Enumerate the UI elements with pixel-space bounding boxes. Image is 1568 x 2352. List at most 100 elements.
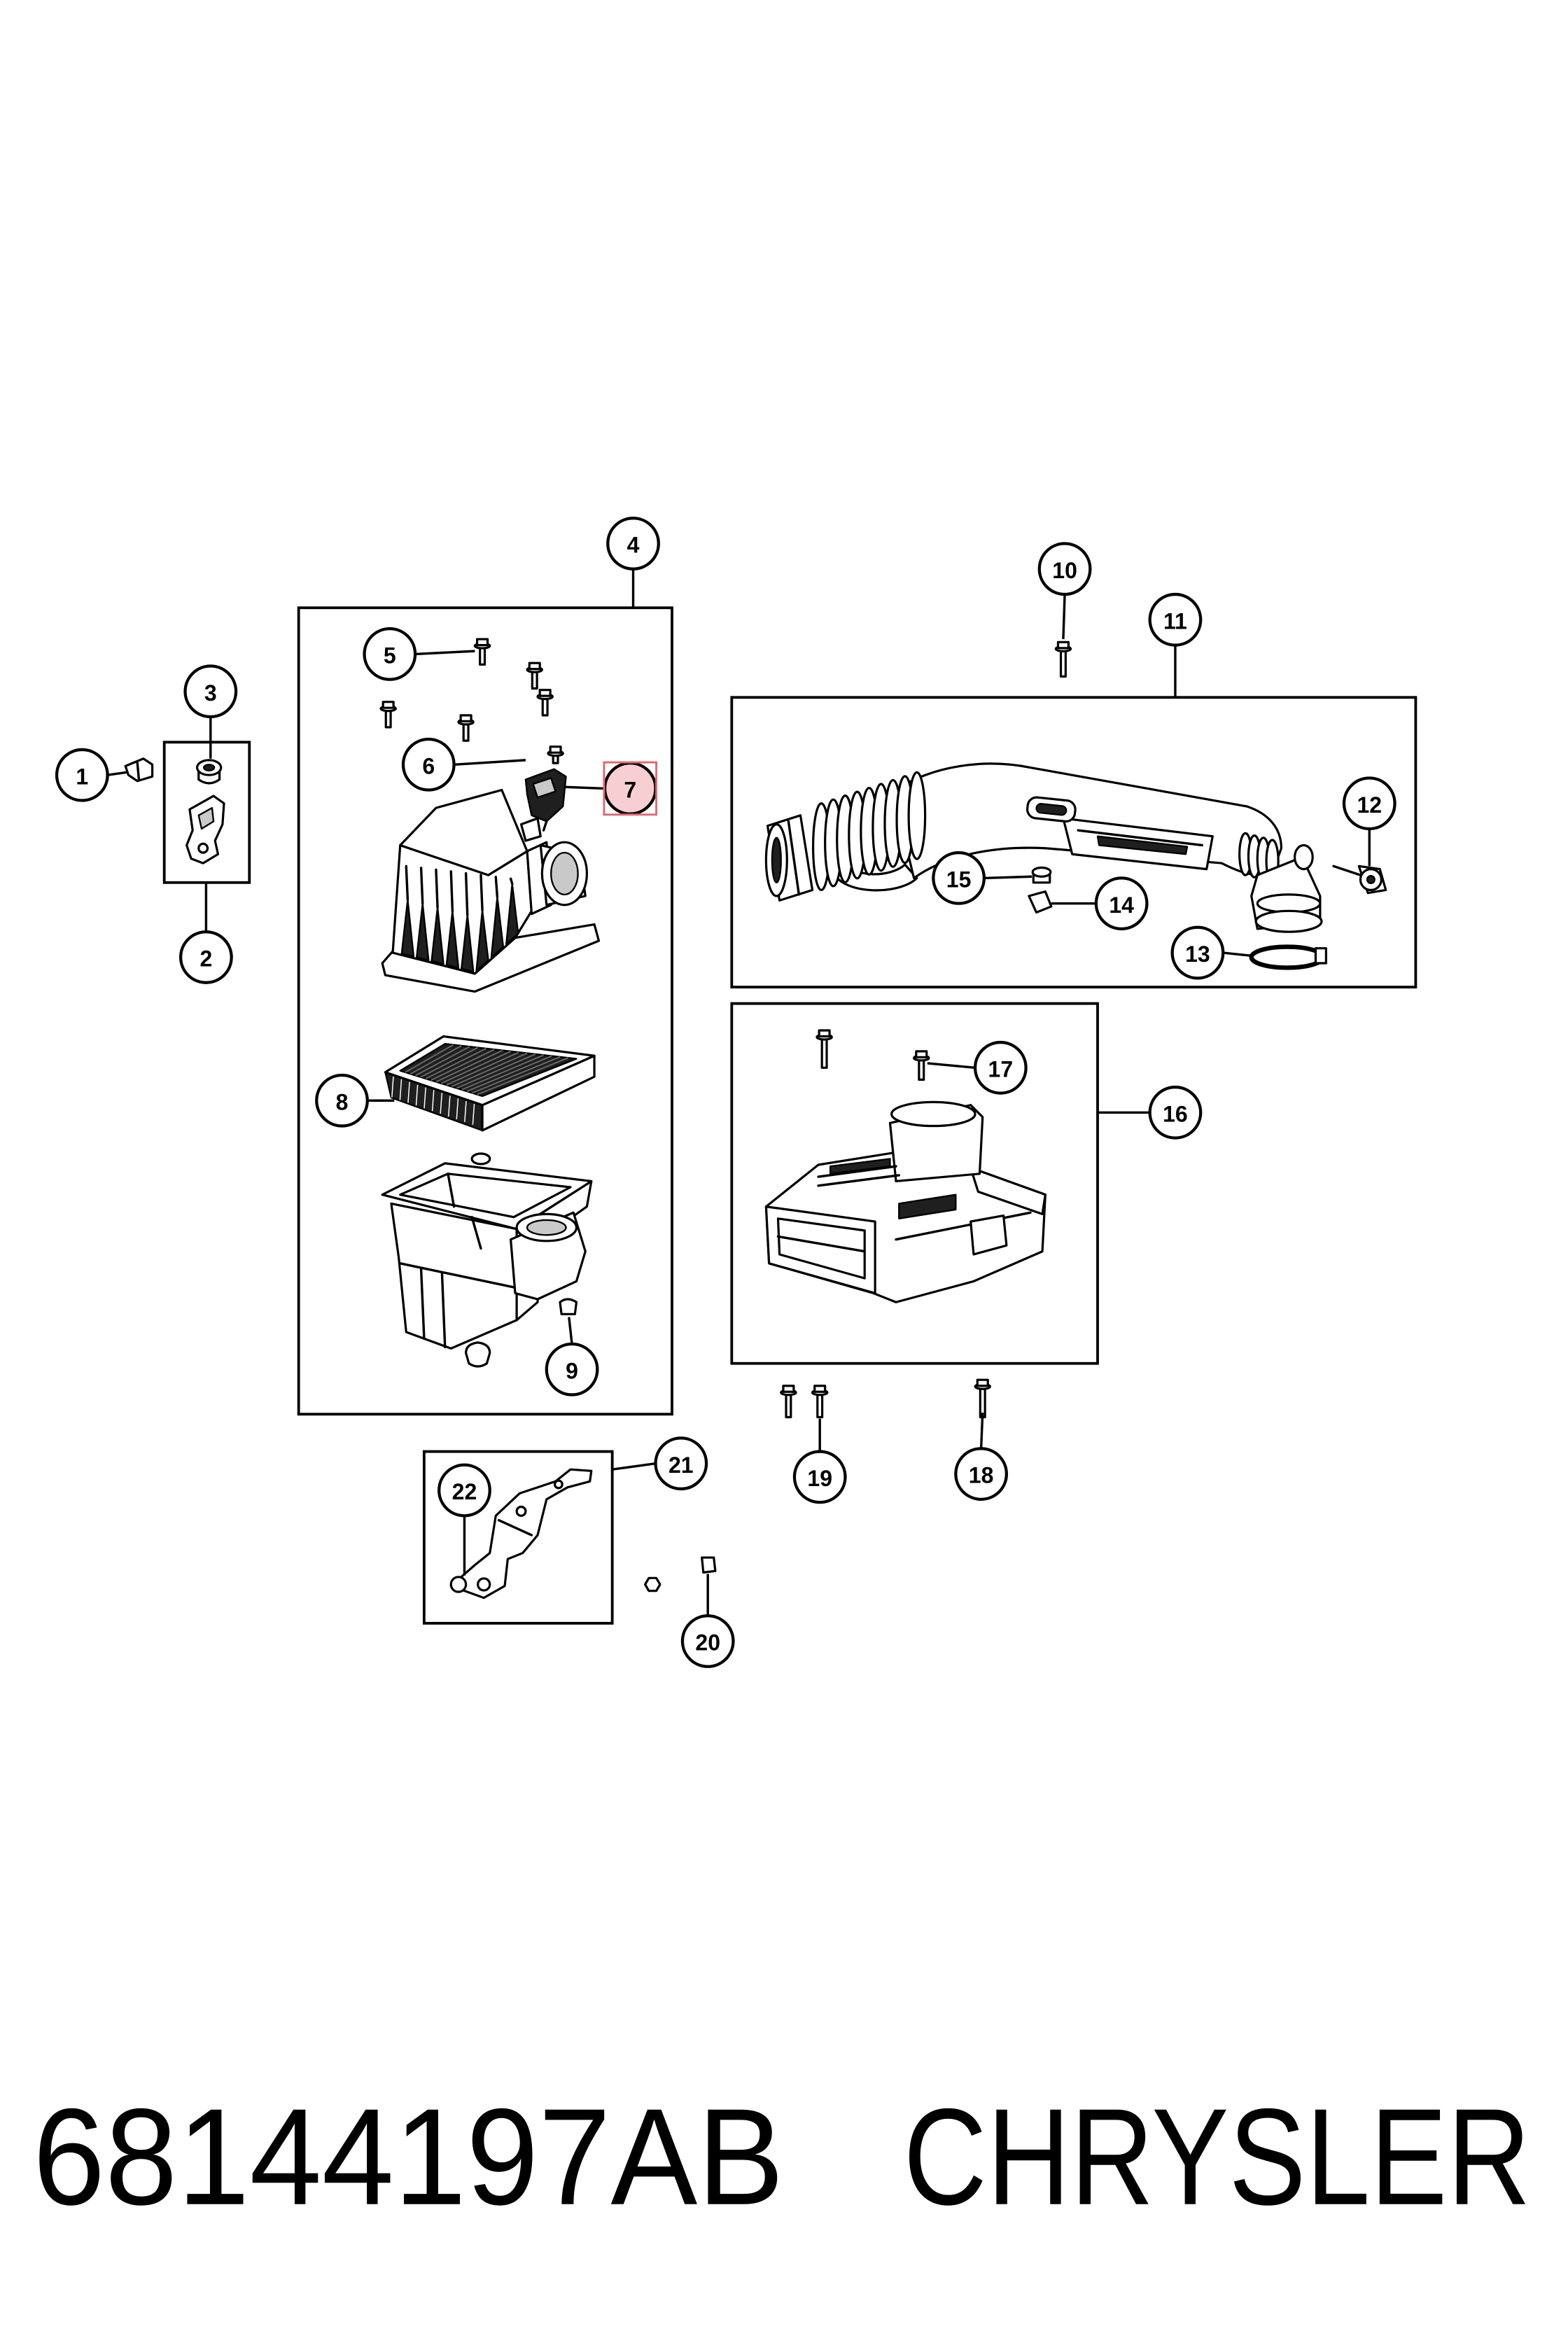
callout-number[interactable]: 22 — [452, 1479, 477, 1504]
callout-13[interactable]: 13 — [1170, 925, 1225, 980]
callout-7[interactable]: 7 — [603, 762, 657, 816]
callout-circle[interactable] — [973, 1040, 1028, 1095]
hose-bellows — [812, 771, 927, 892]
callout-number[interactable]: 11 — [1163, 608, 1187, 634]
resonator-rib — [1077, 829, 1204, 847]
callout-number[interactable]: 8 — [336, 1089, 349, 1114]
callout-circle[interactable] — [1094, 876, 1149, 931]
bracket-hole — [477, 1577, 491, 1592]
bushing-ring — [449, 1576, 468, 1593]
callout-18[interactable]: 18 — [954, 1447, 1008, 1501]
filter-side-pleat — [399, 1079, 402, 1100]
filter-side-pleat — [440, 1093, 443, 1114]
screw-head — [1056, 640, 1070, 650]
callout-number[interactable]: 15 — [946, 867, 972, 892]
callout-circle[interactable] — [932, 851, 986, 905]
leader-21 — [612, 1462, 656, 1471]
callout-9[interactable]: 9 — [545, 1342, 599, 1396]
filter-pleat — [440, 1050, 512, 1084]
callout-3[interactable]: 3 — [183, 664, 238, 719]
callout-1[interactable]: 1 — [55, 748, 109, 802]
lid-rib — [419, 867, 424, 905]
callout-16[interactable]: 16 — [1148, 1085, 1203, 1140]
callout-number[interactable]: 1 — [76, 764, 88, 789]
callout-14[interactable]: 14 — [1094, 876, 1149, 931]
callout-22[interactable]: 22 — [438, 1463, 491, 1518]
screw — [1054, 640, 1072, 678]
callout-4[interactable]: 4 — [606, 517, 660, 570]
callout-circle[interactable] — [954, 1447, 1008, 1501]
callout-circle[interactable] — [1148, 1085, 1203, 1140]
callout-circle[interactable] — [680, 1614, 735, 1668]
callout-number[interactable]: 5 — [384, 643, 396, 668]
lid-sensor-port — [519, 817, 542, 842]
filter-pleat — [477, 1057, 569, 1096]
callout-5[interactable]: 5 — [363, 627, 417, 681]
callout-circle[interactable] — [55, 748, 109, 802]
filter-side-pleat — [424, 1087, 426, 1109]
lid-rib — [435, 868, 439, 909]
callout-number[interactable]: 17 — [988, 1056, 1014, 1082]
isolator-top — [1031, 866, 1052, 878]
callout-10[interactable]: 10 — [1037, 542, 1092, 596]
callout-19[interactable]: 19 — [792, 1450, 847, 1504]
callout-number[interactable]: 9 — [566, 1358, 578, 1383]
callout-circle[interactable] — [654, 1436, 708, 1491]
screw-head — [976, 1378, 989, 1387]
callout-circle[interactable] — [545, 1342, 599, 1396]
callout-number[interactable]: 21 — [668, 1452, 694, 1478]
callout-number[interactable]: 12 — [1357, 792, 1382, 818]
callout-circle[interactable] — [1170, 925, 1225, 980]
callout-circle[interactable] — [606, 517, 660, 570]
callout-circle[interactable] — [401, 737, 456, 792]
callout-number[interactable]: 4 — [627, 533, 640, 558]
callout-12[interactable]: 12 — [1342, 776, 1396, 831]
callout-number[interactable]: 14 — [1109, 892, 1134, 918]
hose-outlet-ring — [1254, 909, 1323, 933]
callout-20[interactable]: 20 — [680, 1614, 735, 1668]
hose-port-opening — [1035, 803, 1068, 816]
screw-head — [818, 1029, 831, 1038]
callout-circle[interactable] — [792, 1450, 847, 1504]
callout-number[interactable]: 2 — [200, 946, 213, 972]
sensor-connector — [532, 777, 556, 799]
callout-number[interactable]: 13 — [1185, 941, 1210, 967]
callout-number[interactable]: 16 — [1163, 1101, 1188, 1126]
retainer-clip — [1028, 890, 1053, 914]
callout-circle[interactable] — [178, 930, 233, 984]
callout-circle[interactable] — [1037, 542, 1092, 596]
callout-number[interactable]: 6 — [422, 753, 435, 778]
callout-number[interactable]: 10 — [1052, 558, 1077, 583]
duct-seam — [895, 1211, 1032, 1241]
callout-number[interactable]: 20 — [695, 1630, 720, 1656]
callout-number[interactable]: 3 — [204, 680, 217, 706]
callout-11[interactable]: 11 — [1148, 592, 1203, 647]
hose-nipple — [1293, 844, 1314, 871]
fasteners — [379, 638, 1072, 1419]
air-cleaner-group-box — [297, 606, 673, 1416]
callout-17[interactable]: 17 — [973, 1040, 1028, 1095]
callout-number[interactable]: 7 — [624, 778, 636, 803]
screw-shank — [1059, 648, 1067, 678]
filter-side-pleat — [464, 1100, 467, 1122]
callout-number[interactable]: 18 — [969, 1463, 994, 1488]
callout-circle[interactable] — [1148, 592, 1203, 647]
callout-15[interactable]: 15 — [932, 851, 986, 905]
callout-circle[interactable] — [315, 1073, 369, 1128]
callout-circle[interactable] — [363, 627, 417, 681]
callout-circle[interactable] — [438, 1463, 491, 1518]
callout-6[interactable]: 6 — [401, 737, 456, 792]
pressure-sensor — [1332, 864, 1387, 895]
screw-head — [782, 1385, 795, 1393]
callout-circle[interactable] — [1342, 776, 1396, 831]
callout-number[interactable]: 19 — [807, 1466, 832, 1491]
duct-opening — [776, 1217, 866, 1280]
bracket-bend — [497, 1519, 533, 1536]
screw-shank — [820, 1037, 828, 1069]
callout-8[interactable]: 8 — [315, 1073, 369, 1128]
callout-circle[interactable] — [183, 664, 238, 719]
callout-2[interactable]: 2 — [178, 930, 233, 984]
bracket-body — [449, 1468, 593, 1600]
bracket-hole — [515, 1505, 527, 1517]
callout-21[interactable]: 21 — [654, 1436, 708, 1491]
